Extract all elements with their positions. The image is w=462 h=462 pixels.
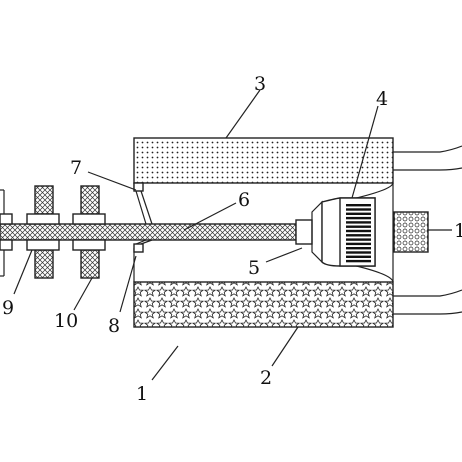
top-block-3 — [133, 137, 394, 184]
motor-fin — [346, 259, 371, 263]
shaft-6 — [0, 223, 297, 241]
label-8: 8 — [108, 315, 120, 337]
coupling-5 — [295, 219, 313, 245]
label-4: 4 — [376, 88, 388, 110]
label-2: 2 — [260, 367, 272, 389]
lower-outlet-pipe — [393, 289, 462, 315]
motor-fin — [346, 242, 371, 246]
leader-lines — [13, 89, 452, 381]
filter-block-11 — [393, 211, 429, 253]
motor-fin — [346, 221, 371, 224]
label-1: 1 — [136, 383, 148, 405]
bottom-block-2 — [133, 281, 394, 328]
label-9: 9 — [2, 297, 14, 319]
motor-fin — [346, 234, 371, 237]
upper-outlet-pipe — [393, 145, 462, 171]
label-10: 10 — [54, 310, 78, 332]
label-3: 3 — [254, 73, 266, 95]
label-11: 1 — [454, 220, 462, 242]
label-7: 7 — [70, 157, 82, 179]
lower-bracket-8 — [133, 239, 153, 253]
motor-fin — [346, 247, 371, 250]
label-5: 5 — [248, 257, 260, 279]
motor-fin — [346, 238, 371, 241]
motor-fin — [346, 255, 371, 258]
motor-fin — [346, 208, 371, 211]
motor-fin — [346, 212, 371, 215]
nut-assembly-9 — [26, 185, 60, 279]
motor-fin — [346, 204, 371, 207]
left-end-piece — [0, 189, 13, 277]
motor-fin — [346, 216, 371, 220]
label-6: 6 — [238, 189, 250, 211]
motor-fin — [346, 225, 371, 228]
motor-fins — [346, 204, 371, 263]
nut-assembly-10 — [72, 185, 106, 279]
motor-fin — [346, 229, 371, 233]
motor-fin — [346, 251, 371, 254]
upper-bracket-7 — [133, 182, 153, 225]
coupling-flange — [311, 200, 323, 264]
